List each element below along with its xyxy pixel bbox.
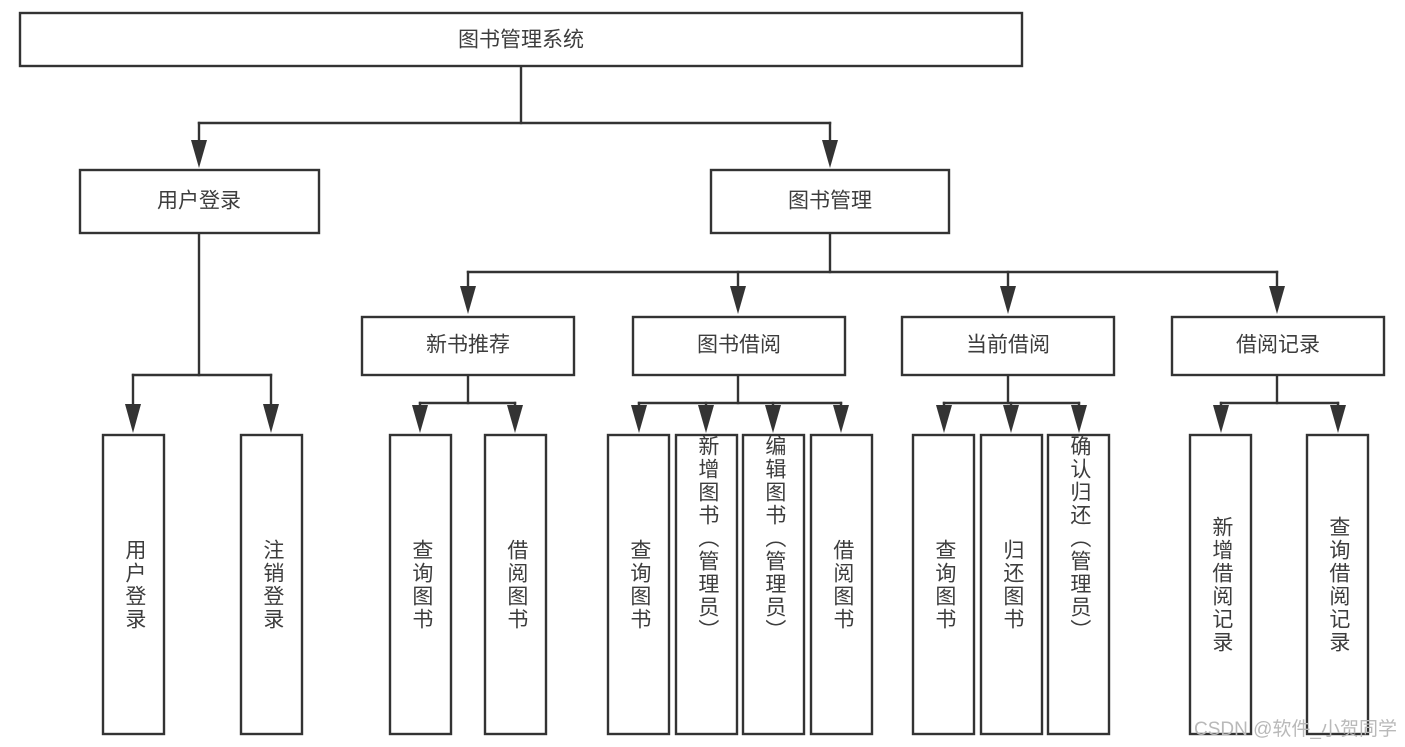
node-leaf-user-login-1[interactable] (239, 433, 304, 736)
node-leaf-book-borrow-3[interactable] (809, 433, 874, 736)
node-leaf-new-book-1[interactable] (483, 433, 548, 736)
node-leaf-current-borrow-0[interactable] (911, 433, 976, 736)
arrow-head-bb-leaf-0 (631, 405, 647, 433)
connector-group-root (191, 64, 838, 168)
arrow-head-bb-leaf-1 (698, 405, 714, 433)
node-current-borrow[interactable] (900, 315, 1116, 377)
arrow-head-bb-leaf-2 (765, 405, 781, 433)
node-current-borrow-label: 当前借阅 (966, 334, 1050, 357)
node-leaf-current-borrow-2[interactable] (1046, 433, 1111, 736)
node-leaf-borrow-record-0[interactable] (1188, 433, 1253, 736)
node-new-book-recommend-label: 新书推荐 (426, 334, 510, 357)
connector-group-book-manage (460, 231, 1285, 314)
arrow-head-cb-leaf-0 (936, 405, 952, 433)
arrow-head-new-book (460, 286, 476, 314)
node-book-management-label: 图书管理 (788, 190, 872, 213)
node-book-management[interactable] (709, 168, 951, 235)
node-borrow-record[interactable] (1170, 315, 1386, 377)
arrow-head-ul-leaf-0 (125, 404, 141, 433)
node-borrow-record-label: 借阅记录 (1236, 334, 1320, 357)
node-leaf-borrow-record-1[interactable] (1305, 433, 1370, 736)
node-user-login[interactable] (78, 168, 321, 235)
arrow-head-br-leaf-0 (1213, 405, 1229, 433)
node-root-book-management-system[interactable] (18, 11, 1024, 68)
arrow-head-user-login (191, 140, 207, 168)
arrow-head-book-borrow (730, 286, 746, 314)
connector-group-new-book (412, 373, 523, 433)
csdn-watermark: CSDN @软件_小贺同学 (1194, 719, 1397, 740)
node-leaf-book-borrow-2[interactable] (741, 433, 806, 736)
arrow-head-br-leaf-1 (1330, 405, 1346, 433)
arrow-head-nb-leaf-1 (507, 405, 523, 433)
node-leaf-book-borrow-0[interactable] (606, 433, 671, 736)
node-leaf-new-book-0[interactable] (388, 433, 453, 736)
connector-group-book-borrow (631, 373, 849, 433)
arrow-head-bb-leaf-3 (833, 405, 849, 433)
node-leaf-user-login-0[interactable] (101, 433, 166, 736)
node-leaf-current-borrow-1[interactable] (979, 433, 1044, 736)
arrow-head-cb-leaf-1 (1003, 405, 1019, 433)
node-leaf-book-borrow-1[interactable] (674, 433, 739, 736)
arrow-head-borrow-record (1269, 286, 1285, 314)
connector-group-user-login (125, 231, 279, 433)
arrow-head-ul-leaf-1 (263, 404, 279, 433)
node-user-login-label: 用户登录 (157, 190, 241, 213)
node-root-label: 图书管理系统 (458, 29, 584, 52)
node-book-borrow-label: 图书借阅 (697, 334, 781, 357)
arrow-head-book-manage (822, 140, 838, 168)
node-book-borrow[interactable] (631, 315, 847, 377)
node-new-book-recommend[interactable] (360, 315, 576, 377)
arrow-head-current-borrow (1000, 286, 1016, 314)
connector-group-current-borrow (936, 373, 1087, 433)
arrow-head-nb-leaf-0 (412, 405, 428, 433)
arrow-head-cb-leaf-2 (1071, 405, 1087, 433)
connector-group-borrow-record (1213, 373, 1346, 433)
